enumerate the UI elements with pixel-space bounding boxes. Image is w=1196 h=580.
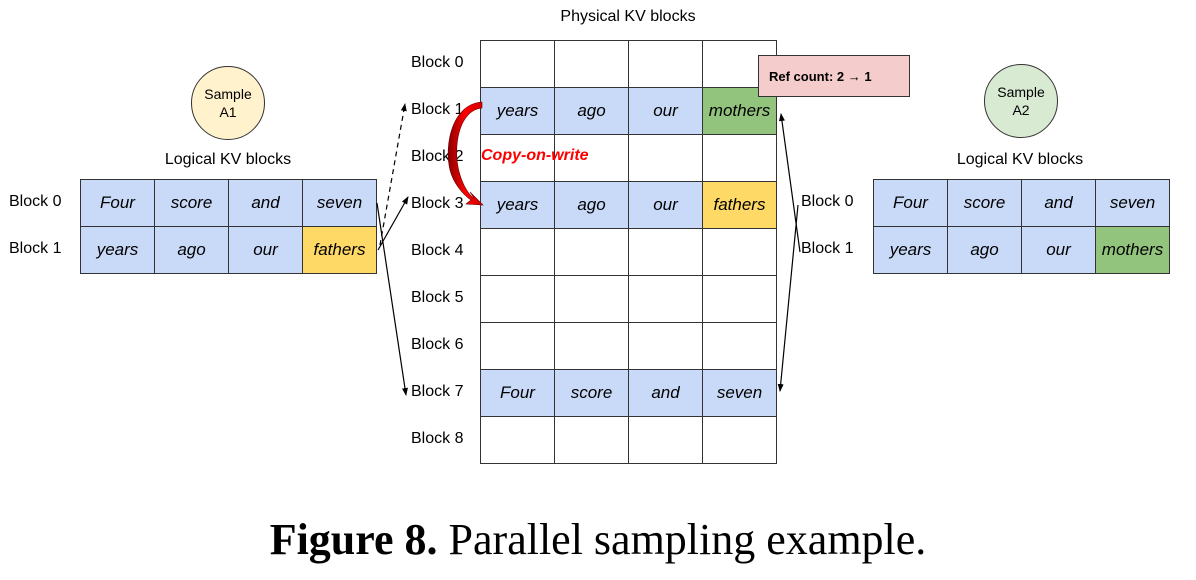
physical-block-cell: and [628, 369, 703, 417]
physical-block-row-label-7: Block 7 [411, 382, 464, 400]
physical-block-cell: seven [702, 369, 777, 417]
physical-block-cell [554, 134, 629, 182]
physical-block-row-label-4: Block 4 [411, 241, 464, 259]
physical-block-cell [702, 228, 777, 276]
copy-on-write-label: Copy-on-write [481, 147, 589, 164]
ref-count-box: Ref count: 2 → 1 [758, 55, 910, 97]
physical-block-cell: Four [480, 369, 555, 417]
a2-logical-kv-title: Logical KV blocks [956, 151, 1084, 168]
ref-count-text: Ref count: 2 → 1 [769, 68, 872, 84]
a2-block-cell: mothers [1095, 226, 1170, 274]
a1-block-cell: Four [80, 179, 155, 227]
physical-block-row-label-5: Block 5 [411, 288, 464, 306]
physical-block-cell [702, 416, 777, 464]
a1-block-cell: score [154, 179, 229, 227]
physical-block-cell: ago [554, 87, 629, 135]
physical-block-cell [480, 40, 555, 88]
physical-block-row-label-1: Block 1 [411, 100, 464, 118]
a1-block-cell: years [80, 226, 155, 274]
physical-kv-title: Physical KV blocks [560, 8, 696, 25]
physical-block-cell [702, 134, 777, 182]
physical-block-cell [554, 228, 629, 276]
physical-block-cell [702, 322, 777, 370]
a2-block-cell: years [873, 226, 948, 274]
sample-a1-label-line2: A1 [219, 104, 237, 120]
physical-block-row-label-3: Block 3 [411, 194, 464, 212]
arrow-a2-block1-to-phys1 [778, 113, 801, 253]
physical-block-cell [628, 228, 703, 276]
physical-block-cell [554, 275, 629, 323]
physical-block-row-label-2: Block 2 [411, 147, 464, 165]
physical-block-cell [554, 40, 629, 88]
a2-block-cell: Four [873, 179, 948, 227]
physical-block-cell: our [628, 87, 703, 135]
physical-block-cell [554, 416, 629, 464]
physical-block-row-label-0: Block 0 [411, 53, 464, 71]
physical-block-cell [628, 416, 703, 464]
physical-block-cell [480, 228, 555, 276]
arrow-a1-block0-to-phys7 [376, 202, 408, 396]
physical-block-cell [628, 134, 703, 182]
physical-block-cell [628, 275, 703, 323]
a1-block-cell: fathers [302, 226, 377, 274]
a2-block-cell: ago [947, 226, 1022, 274]
a1-logical-kv-title: Logical KV blocks [164, 151, 292, 168]
physical-block-cell [628, 322, 703, 370]
physical-block-cell [702, 275, 777, 323]
a1-block-cell: seven [302, 179, 377, 227]
sample-a2-label-line1: Sample [997, 84, 1045, 100]
physical-block-row-label-8: Block 8 [411, 429, 464, 447]
sample-a1-label-line1: Sample [204, 86, 252, 102]
physical-block-cell [628, 40, 703, 88]
physical-block-cell: our [628, 181, 703, 229]
physical-block-cell: fathers [702, 181, 777, 229]
figure-caption: Figure 8. Parallel sampling example. [0, 514, 1196, 565]
physical-block-row-label-6: Block 6 [411, 335, 464, 353]
arrow-a2-block0-to-phys7 [777, 204, 799, 392]
figure-caption-number: Figure 8. [269, 515, 438, 564]
physical-block-cell [480, 275, 555, 323]
a2-block-row-label-0: Block 0 [801, 192, 854, 210]
a2-block-cell: seven [1095, 179, 1170, 227]
a1-block-cell: our [228, 226, 303, 274]
physical-block-cell [480, 416, 555, 464]
figure-caption-text: Parallel sampling example. [437, 515, 927, 564]
sample-a2-label-line2: A2 [1012, 102, 1030, 118]
physical-block-cell: ago [554, 181, 629, 229]
a2-block-cell: our [1021, 226, 1096, 274]
a1-block-row-label-1: Block 1 [9, 239, 62, 257]
physical-block-cell [480, 322, 555, 370]
physical-block-cell: years [480, 87, 555, 135]
physical-block-cell: score [554, 369, 629, 417]
a2-block-cell: and [1021, 179, 1096, 227]
a1-block-row-label-0: Block 0 [9, 192, 62, 210]
a2-block-row-label-1: Block 1 [801, 239, 854, 257]
arrow-a1-block1-to-phys3 [377, 196, 409, 251]
a1-block-cell: and [228, 179, 303, 227]
a2-block-cell: score [947, 179, 1022, 227]
a1-block-cell: ago [154, 226, 229, 274]
arrow-a1-block1-to-phys1-dashed [379, 103, 407, 246]
physical-block-cell [554, 322, 629, 370]
physical-block-cell: years [480, 181, 555, 229]
